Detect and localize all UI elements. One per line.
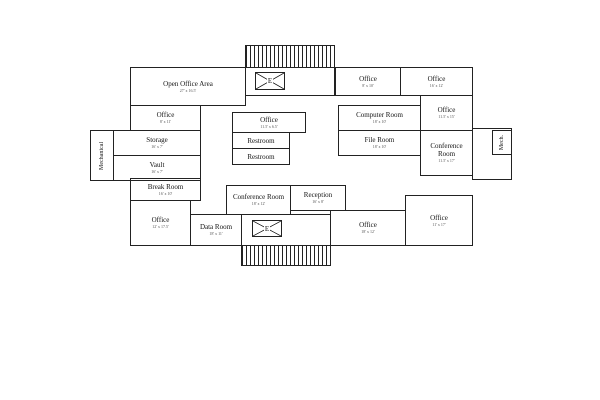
- room-mech: Mech.: [492, 130, 512, 155]
- room-restroom-2: Restroom: [232, 148, 290, 165]
- stairs-top: [245, 45, 335, 68]
- elevator-label: E: [266, 77, 274, 85]
- elevator-bottom: E: [252, 220, 282, 237]
- room-restroom-1: Restroom: [232, 132, 290, 149]
- elevator-top: E: [255, 72, 285, 90]
- stairs-bottom: [241, 245, 331, 266]
- room-mechanical: Mechanical: [90, 130, 114, 181]
